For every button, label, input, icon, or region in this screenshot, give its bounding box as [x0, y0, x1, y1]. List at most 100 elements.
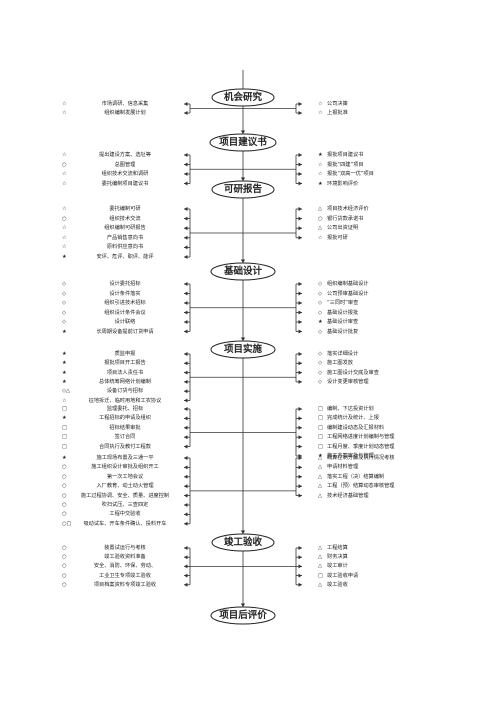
marker-icon: ☆: [62, 110, 67, 116]
arrow-head: [184, 503, 188, 507]
marker-icon: △: [318, 473, 322, 480]
task-text: 公司出资证明: [327, 225, 359, 232]
marker-icon: ◇: [318, 300, 322, 306]
task-text: 报批“双高一优”项目: [327, 171, 374, 177]
arrow-head: [184, 582, 188, 587]
arrow-head: [298, 102, 302, 106]
marker-icon: ◇: [62, 319, 66, 325]
marker-icon: △: [318, 483, 322, 490]
marker-icon: △: [318, 206, 322, 212]
task-item-left: ○项目档案资料专项竣工验收: [62, 582, 179, 588]
task-text: 基础设计批复: [327, 328, 359, 335]
task-item-right: □竣工验收申请: [318, 573, 358, 579]
task-item-right: △技术经济基础管理: [318, 493, 369, 499]
arrow-head: [240, 177, 246, 181]
task-item-left: ○第一次工地会议: [62, 474, 179, 480]
stage-label: 竣工验收: [223, 536, 262, 548]
marker-icon: ○: [62, 215, 67, 222]
marker-icon: ★: [318, 453, 323, 459]
marker-icon: ◇: [318, 351, 322, 357]
task-item-left: ☆委托编制项目建议书: [62, 181, 179, 187]
task-text: 编制、下达投资计划: [327, 406, 374, 412]
task-item-left: ★质监申报: [62, 351, 179, 357]
stage-label: 可研报告: [223, 183, 262, 195]
task-text: 合同执行及教付工程款: [99, 443, 151, 450]
marker-icon: ★: [62, 254, 67, 260]
task-item-right: ◇基础设计报批: [318, 310, 358, 316]
arrow-head: [184, 352, 188, 356]
arrow-head: [298, 153, 302, 157]
task-item-right: ◇施工图发放: [318, 360, 353, 366]
arrow-head: [184, 555, 188, 560]
task-text: 环境影响评价: [327, 180, 359, 187]
stage-node: [211, 180, 275, 199]
marker-icon: □: [318, 406, 323, 412]
arrow-head: [240, 530, 246, 534]
arrow-head: [240, 337, 246, 341]
stage-label: 项目后评价: [219, 609, 267, 621]
marker-icon: □: [318, 434, 323, 441]
marker-icon: ○: [62, 545, 67, 551]
arrow-head: [184, 416, 188, 421]
task-item-left: ○竣工验收资料准备: [62, 554, 179, 560]
arrow-head: [184, 361, 188, 366]
marker-icon: ◇△: [62, 388, 70, 395]
marker-icon: ☆: [62, 180, 67, 187]
task-item-left: □招标结果审批: [62, 425, 179, 431]
task-text: “三同时”审查: [327, 300, 359, 306]
arrow-head: [298, 370, 302, 375]
task-text: 施工组织设计审批及组织开工: [91, 464, 159, 471]
task-text: 竣工验收资料准备: [104, 554, 146, 561]
task-text: 财务决算: [327, 554, 348, 561]
task-item-right: □编制建设动态及汇报材料: [318, 425, 384, 431]
task-item-left: ★ 安评、危评、职评、能评: [62, 254, 179, 260]
task-text: 入厂教育、动土动火管理: [96, 483, 154, 490]
arrow-head: [184, 162, 188, 167]
task-text: 项目法人责任书: [106, 369, 144, 376]
arrow-head: [298, 435, 302, 440]
arrow-head: [298, 310, 302, 315]
marker-icon: ○: [62, 161, 67, 168]
task-item-right: ★环境影响评价: [318, 181, 358, 187]
arrow-head: [184, 291, 188, 296]
marker-icon: ○: [62, 473, 67, 480]
marker-icon: ☆: [62, 397, 67, 404]
task-text: 监理委托、招标: [106, 406, 144, 412]
marker-icon: □: [318, 415, 323, 422]
marker-icon: ☆: [62, 234, 67, 241]
marker-icon: △: [318, 545, 322, 551]
task-text: 提出建设方案、选址等: [99, 152, 151, 158]
marker-icon: □: [318, 572, 323, 579]
task-text: 银行贷款承诺书: [327, 215, 364, 222]
arrow-head: [298, 555, 302, 560]
task-item-left: ☆提出建设方案、选址等: [62, 152, 179, 158]
arrow-head: [184, 226, 188, 231]
task-text: 工程月度、季度计划动态管理: [327, 443, 395, 450]
task-text: 吸动试车、开车条件确认、投料开车: [83, 520, 167, 527]
marker-icon: ☆: [318, 234, 323, 241]
task-text: 申请材料管理: [327, 464, 359, 471]
task-text: 产品销售意向书: [106, 234, 144, 241]
task-text: 公司决策: [327, 101, 348, 107]
arrow-head: [184, 456, 188, 460]
marker-icon: ◇: [318, 378, 322, 385]
task-item-left: ○施工过程协调、安全、质量、进度控制: [62, 493, 179, 499]
task-item-right: △竣工审计: [318, 563, 348, 569]
task-item-left: ○安全、消防、环保、劳动、: [62, 563, 179, 569]
marker-icon: △: [318, 554, 322, 561]
task-item-right: ○银行贷款承诺书: [318, 216, 363, 222]
task-text: 公司预审基础设计: [327, 290, 369, 297]
task-item-right: △落实工程（决）结算编制: [318, 474, 384, 480]
task-text: 施工图发放: [327, 360, 353, 367]
marker-icon: □: [62, 424, 67, 431]
arrow-head: [184, 282, 188, 286]
arrow-head: [298, 546, 302, 550]
task-item-left: ◇组织设计条件会议: [62, 310, 179, 316]
task-text: 组织编制发展计划: [104, 110, 146, 116]
task-text: 技术经济基础管理: [327, 492, 369, 499]
task-text: 安评、危评、职评、能评: [96, 254, 154, 260]
stage-node: [210, 262, 276, 281]
task-text: 完成统计及统计、上报: [327, 415, 379, 422]
task-item-left: ○吹扫试压、三查四定: [62, 502, 179, 508]
arrow-head: [184, 444, 188, 449]
